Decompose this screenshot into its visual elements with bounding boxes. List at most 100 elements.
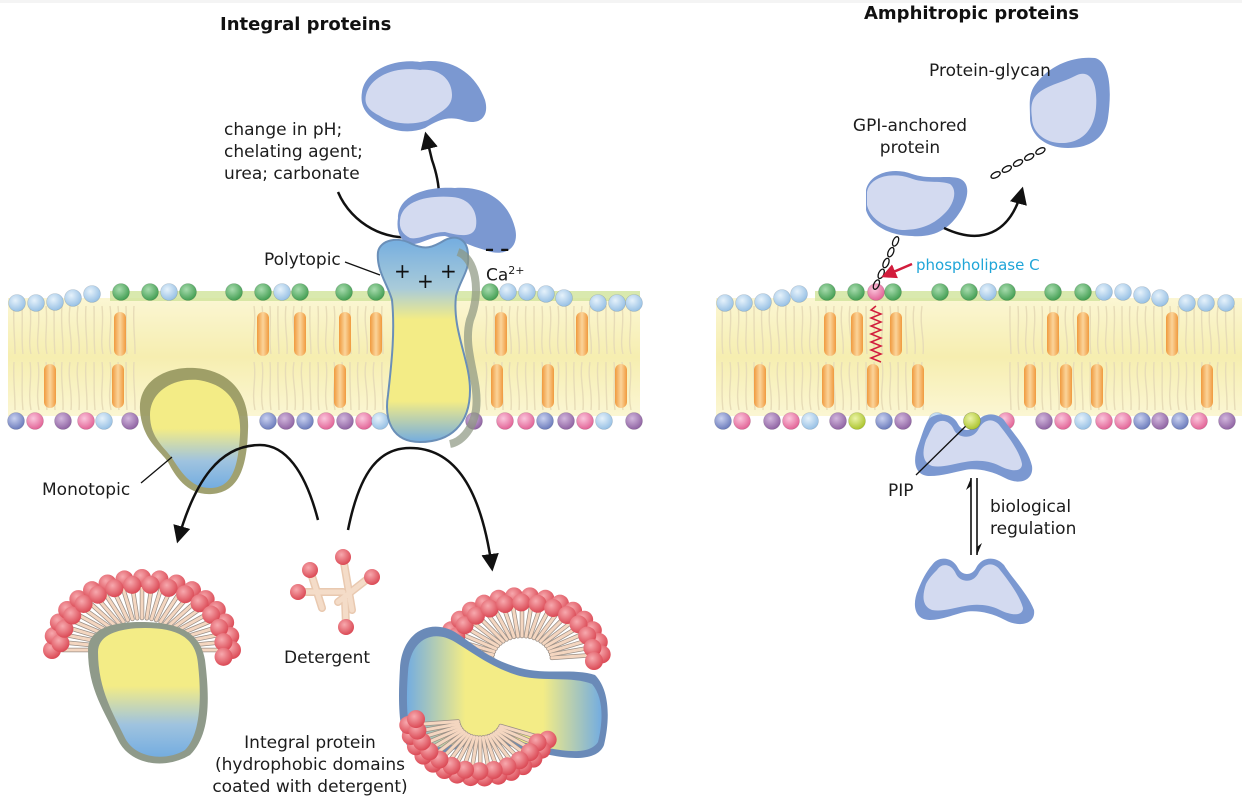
lipid-tail <box>920 305 925 355</box>
lipid-tail <box>1144 361 1149 411</box>
integral-complex-label: Integral protein (hydrophobic domains co… <box>212 732 408 798</box>
lipid-head <box>1218 412 1236 430</box>
lipid-head <box>1074 412 1092 430</box>
lipid-tail <box>252 305 256 355</box>
lipid-tail <box>721 305 724 355</box>
lipid-head <box>979 283 997 301</box>
gpi-glycan-chain <box>872 236 900 290</box>
lipid-tail <box>1009 305 1012 355</box>
lipid-tail <box>76 361 81 411</box>
lipid-head <box>481 283 499 301</box>
detergent-head <box>466 606 485 625</box>
polytopic-protein: + + + <box>376 236 481 448</box>
lipid-tail <box>840 361 845 411</box>
lipid-tail <box>753 305 756 355</box>
lipid-tail <box>1121 361 1124 411</box>
lipid-tail <box>808 361 812 411</box>
lipid-head <box>54 412 72 430</box>
detergent-head <box>141 575 160 594</box>
lipid-tail <box>132 361 136 411</box>
lipid-tail <box>60 305 64 355</box>
lipid-tail <box>801 305 804 355</box>
lipid-tail <box>1072 361 1076 411</box>
lipid-head <box>7 412 25 430</box>
lipid-tail <box>736 361 740 411</box>
pip-label: PIP <box>888 481 914 501</box>
lipid-head <box>1074 283 1092 301</box>
detergent-head <box>583 638 602 657</box>
lipid-head <box>867 283 885 301</box>
lipid-tail <box>865 305 868 355</box>
lipid-tail <box>1009 361 1012 411</box>
lipid-tail <box>284 305 288 355</box>
lipid-head <box>875 412 893 430</box>
lipid-tail <box>565 305 568 355</box>
lipid-tail <box>277 361 280 411</box>
cholesterol <box>754 364 766 408</box>
lipid-tail <box>620 305 624 355</box>
lipid-tail <box>36 361 40 411</box>
lipid-tail <box>760 305 764 355</box>
phospholipase-release-arrow <box>943 186 1027 237</box>
lipid-tail <box>745 361 748 411</box>
lipid-tail <box>728 305 732 355</box>
lipid-head <box>518 283 536 301</box>
lipid-tail <box>356 305 360 355</box>
cholesterol <box>1060 364 1072 408</box>
lipid-head <box>1197 294 1215 312</box>
lipid-tail <box>76 305 81 355</box>
lipid-tail <box>381 305 384 355</box>
cholesterol <box>44 364 56 408</box>
detergent-head <box>470 762 489 781</box>
lipid-tail <box>736 305 740 355</box>
lipid-tail <box>801 361 804 411</box>
detergent-coated-monotopic <box>43 569 241 764</box>
lipid-tail <box>45 305 48 355</box>
lipid-tail <box>1193 361 1196 411</box>
lipid-tail <box>856 361 860 411</box>
lipid-tail <box>1176 361 1180 411</box>
positive-charge: + <box>417 269 434 293</box>
detergent-molecules <box>290 549 380 635</box>
detergent-head <box>496 595 515 614</box>
lipid-head <box>931 283 949 301</box>
lipid-head <box>754 293 772 311</box>
detergent-head <box>364 569 380 585</box>
cholesterol <box>1077 312 1089 356</box>
detergent-head <box>302 562 318 578</box>
gpi-line-1: GPI-anchored <box>852 116 968 136</box>
lipid-head <box>1095 283 1113 301</box>
lipid-tail <box>1193 305 1196 355</box>
cholesterol <box>542 364 554 408</box>
lipid-head <box>141 283 159 301</box>
lipid-tail <box>880 305 884 355</box>
lipid-head <box>998 283 1016 301</box>
lipid-tail <box>793 305 796 355</box>
detergent-arrow-left <box>173 443 320 544</box>
glycan-unit <box>1023 153 1035 161</box>
lipid-head <box>1190 412 1208 430</box>
lipid-tail <box>324 305 328 355</box>
treatment-line-3: urea; carbonate <box>224 164 360 184</box>
glycan-unit <box>1035 147 1046 155</box>
lipid-head <box>160 283 178 301</box>
detergent-head <box>88 585 107 604</box>
lipid-tail <box>556 361 560 411</box>
cholesterol <box>495 312 507 356</box>
lipid-tail <box>516 305 521 355</box>
lipid-tail <box>776 305 781 355</box>
lipid-tail <box>29 361 32 411</box>
lipid-tail <box>292 361 297 411</box>
lipid-tail <box>1041 361 1044 411</box>
lipid-head <box>367 283 385 301</box>
membrane-bilayer-left <box>7 283 643 430</box>
lipid-tail <box>332 305 336 355</box>
lipid-head <box>536 412 554 430</box>
protein-glycan-label: Protein-glycan <box>929 61 1051 81</box>
positive-charge: + <box>394 259 411 283</box>
lipid-tail <box>125 305 128 355</box>
lipid-head <box>1217 294 1235 312</box>
lipid-tail <box>596 361 600 411</box>
lipid-head <box>625 294 643 312</box>
